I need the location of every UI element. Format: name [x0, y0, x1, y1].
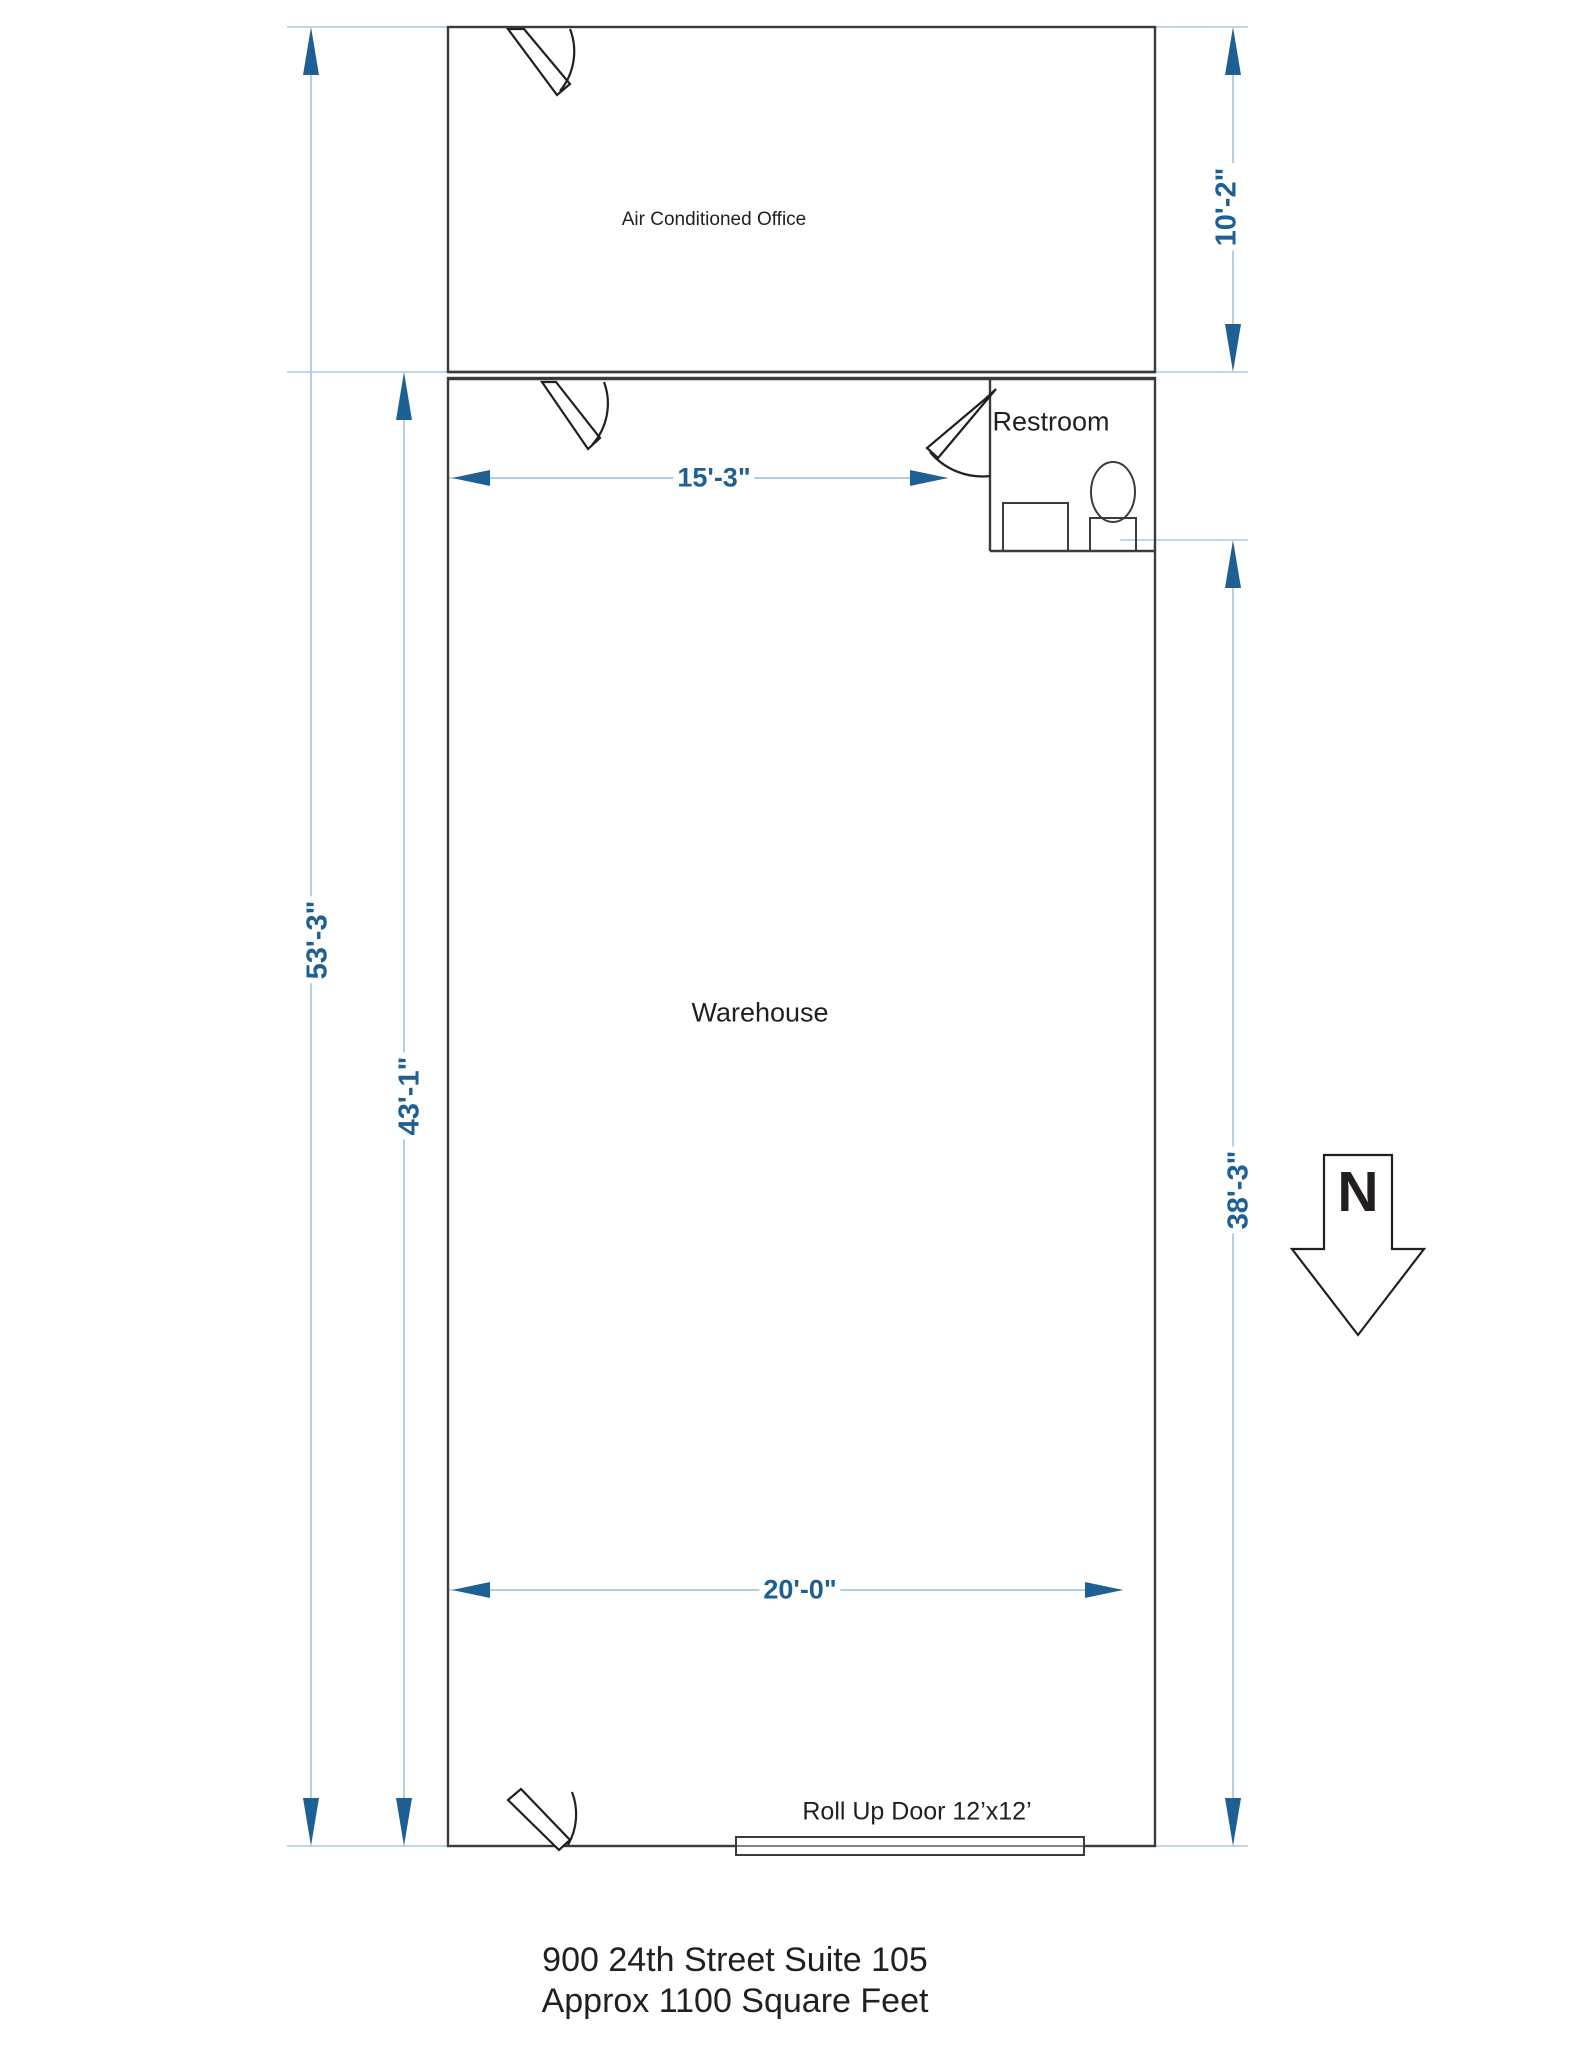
dimension-label-overall-depth: 53'-3" — [302, 896, 334, 984]
dimension-label-office-depth: 10'-2" — [1211, 163, 1243, 251]
roll-up-door-icon — [735, 1836, 1085, 1856]
dimension-label-warehouse-depth: 43'-1" — [394, 1052, 426, 1140]
plan-title-line-1: 900 24th Street Suite 105 — [542, 1941, 928, 1979]
sink-icon — [1002, 502, 1069, 552]
swing-door-office-warehouse-icon — [539, 380, 609, 451]
room-label-restroom: Restroom — [992, 406, 1110, 437]
dimension-label-overall-width: 20'-0" — [759, 1576, 841, 1604]
dimension-label-right-depth: 38'-3" — [1223, 1146, 1255, 1234]
room-label-warehouse: Warehouse — [691, 997, 829, 1028]
dimension-arrowheads — [303, 27, 1241, 1846]
plan-title-line-2: Approx 1100 Square Feet — [541, 1982, 929, 2021]
office-warehouse-wall — [448, 370, 1155, 381]
north-arrow-label: N — [1337, 1160, 1379, 1224]
north-arrow-icon — [1289, 1153, 1427, 1337]
building-walls — [446, 25, 1157, 1848]
swing-door-warehouse-exterior-icon — [506, 1787, 578, 1852]
dimension-label-office-width: 15'-3" — [673, 464, 755, 492]
roll-up-door-label: Roll Up Door 12’x12’ — [802, 1797, 1032, 1826]
dimension-lines — [310, 40, 1234, 1833]
toilet-bowl-icon — [1090, 461, 1136, 523]
swing-door-office-exterior-icon — [505, 27, 576, 97]
room-label-office: Air Conditioned Office — [621, 209, 807, 230]
swing-door-restroom-icon — [925, 388, 997, 478]
toilet-tank-icon — [1089, 517, 1137, 552]
warehouse-room-outline — [446, 376, 1157, 1848]
plan-title-block: 900 24th Street Suite 105 Approx 1100 Sq… — [542, 1940, 929, 2023]
dimension-extension-lines — [287, 26, 1248, 1847]
restroom-fixtures — [1002, 461, 1137, 552]
restroom-outline — [988, 379, 1155, 553]
